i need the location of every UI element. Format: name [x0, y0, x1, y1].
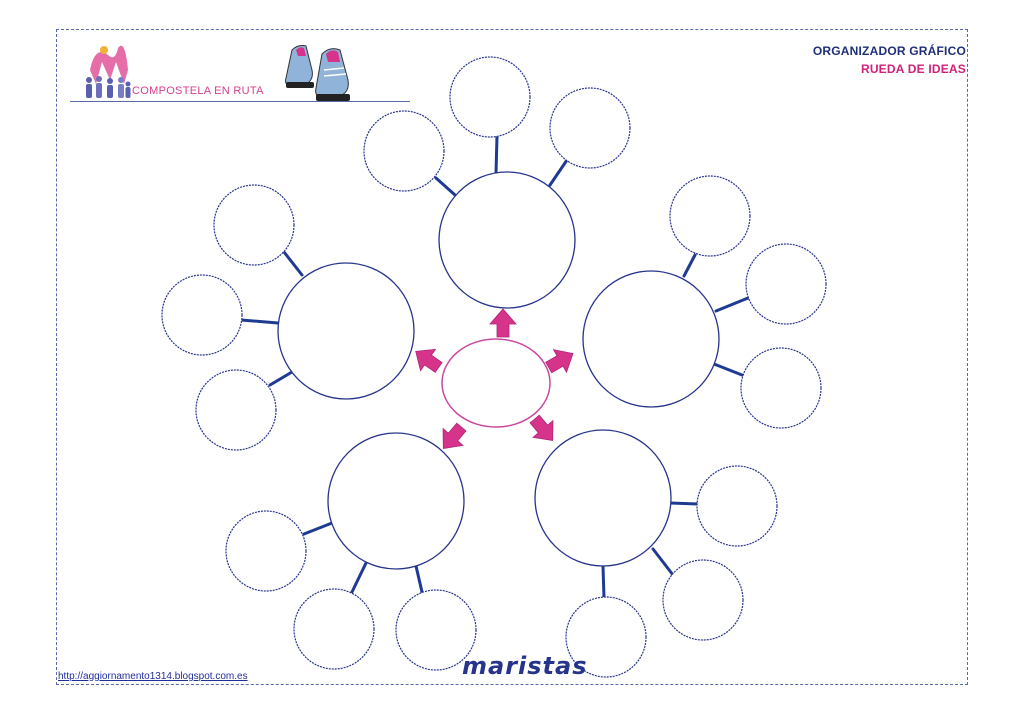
idea-circle-bottom-left[interactable] [327, 432, 465, 570]
detail-circle[interactable] [161, 274, 243, 356]
sneakers-icon [285, 45, 350, 101]
idea-circle-top[interactable] [438, 171, 576, 309]
center-ellipse[interactable] [441, 338, 551, 428]
detail-circle[interactable] [363, 110, 445, 192]
detail-circle[interactable] [662, 559, 744, 641]
brand-text: COMPOSTELA EN RUTA [132, 85, 264, 97]
connector [714, 296, 750, 313]
connector [268, 370, 294, 387]
detail-circle[interactable] [740, 347, 822, 429]
connector [712, 362, 744, 377]
detail-circle[interactable] [669, 175, 751, 257]
connector [414, 564, 424, 594]
detail-circle[interactable] [696, 465, 778, 547]
connector [494, 134, 499, 175]
connector [682, 253, 697, 278]
detail-circle[interactable] [745, 243, 827, 325]
page-border [56, 29, 968, 685]
connector [302, 521, 334, 536]
connector [651, 547, 675, 577]
connector [350, 561, 368, 594]
connector [601, 564, 606, 600]
arrow-icon [407, 340, 447, 379]
idea-circle-right[interactable] [582, 270, 720, 408]
detail-circle[interactable] [195, 369, 277, 451]
detail-circle[interactable] [293, 588, 375, 670]
connector [239, 318, 280, 325]
idea-circle-left[interactable] [277, 262, 415, 400]
arrow-icon [489, 308, 517, 338]
page-subtitle: RUEDA DE IDEAS [860, 62, 966, 76]
detail-circle[interactable] [565, 596, 647, 678]
logo-underline [70, 101, 410, 102]
connector [282, 250, 304, 277]
main-circles [277, 171, 720, 570]
detail-circle[interactable] [225, 510, 307, 592]
connector [668, 501, 700, 506]
footer-link[interactable]: http://aggiornamento1314.blogspot.com.es [58, 671, 248, 682]
detail-circles [161, 56, 827, 678]
connectors [239, 134, 750, 600]
logo-figures-icon [86, 45, 131, 98]
connector [434, 176, 457, 197]
idea-circle-bottom-right[interactable] [534, 429, 672, 567]
detail-circle[interactable] [449, 56, 531, 138]
detail-circle[interactable] [395, 589, 477, 671]
connector [548, 158, 569, 187]
detail-circle[interactable] [549, 87, 631, 169]
page-title: ORGANIZADOR GRÁFICO [812, 44, 966, 58]
detail-circle[interactable] [213, 184, 295, 266]
maristas-logo: maristas [462, 652, 588, 680]
